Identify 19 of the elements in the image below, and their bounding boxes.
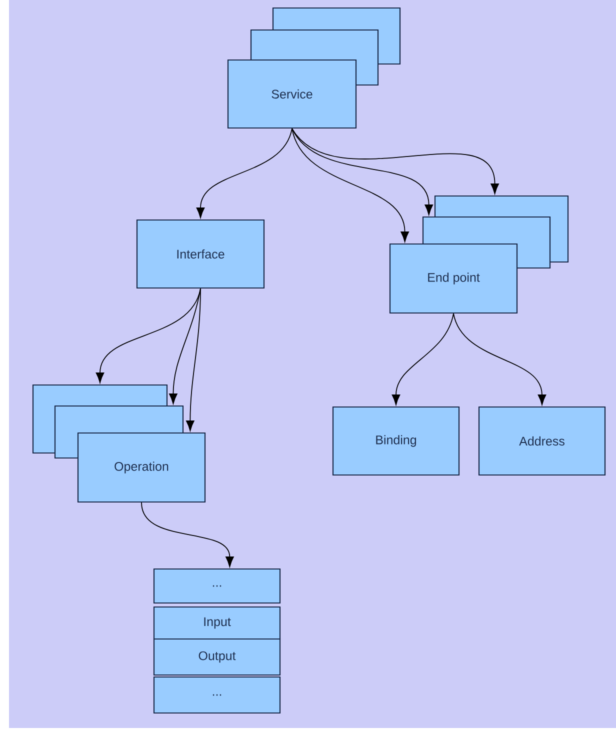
arrow	[292, 128, 499, 194]
arrow	[141, 502, 234, 568]
process-box: ...	[153, 676, 281, 714]
arrow	[196, 128, 292, 218]
arrow	[186, 288, 201, 432]
arrow	[292, 128, 434, 216]
arrow	[292, 128, 409, 242]
process-box: Binding	[332, 406, 460, 476]
process-box: Operation	[77, 432, 206, 503]
arrow	[453, 313, 546, 406]
arrow	[169, 288, 201, 404]
process-box: Address	[478, 406, 606, 476]
process-box: Interface	[136, 219, 265, 289]
process-box: ...	[153, 568, 281, 604]
arrow	[392, 313, 454, 406]
process-box: Input	[153, 606, 281, 640]
process-box: Output	[153, 638, 281, 676]
process-box: End point	[389, 243, 518, 314]
process-box: Service	[227, 59, 357, 129]
